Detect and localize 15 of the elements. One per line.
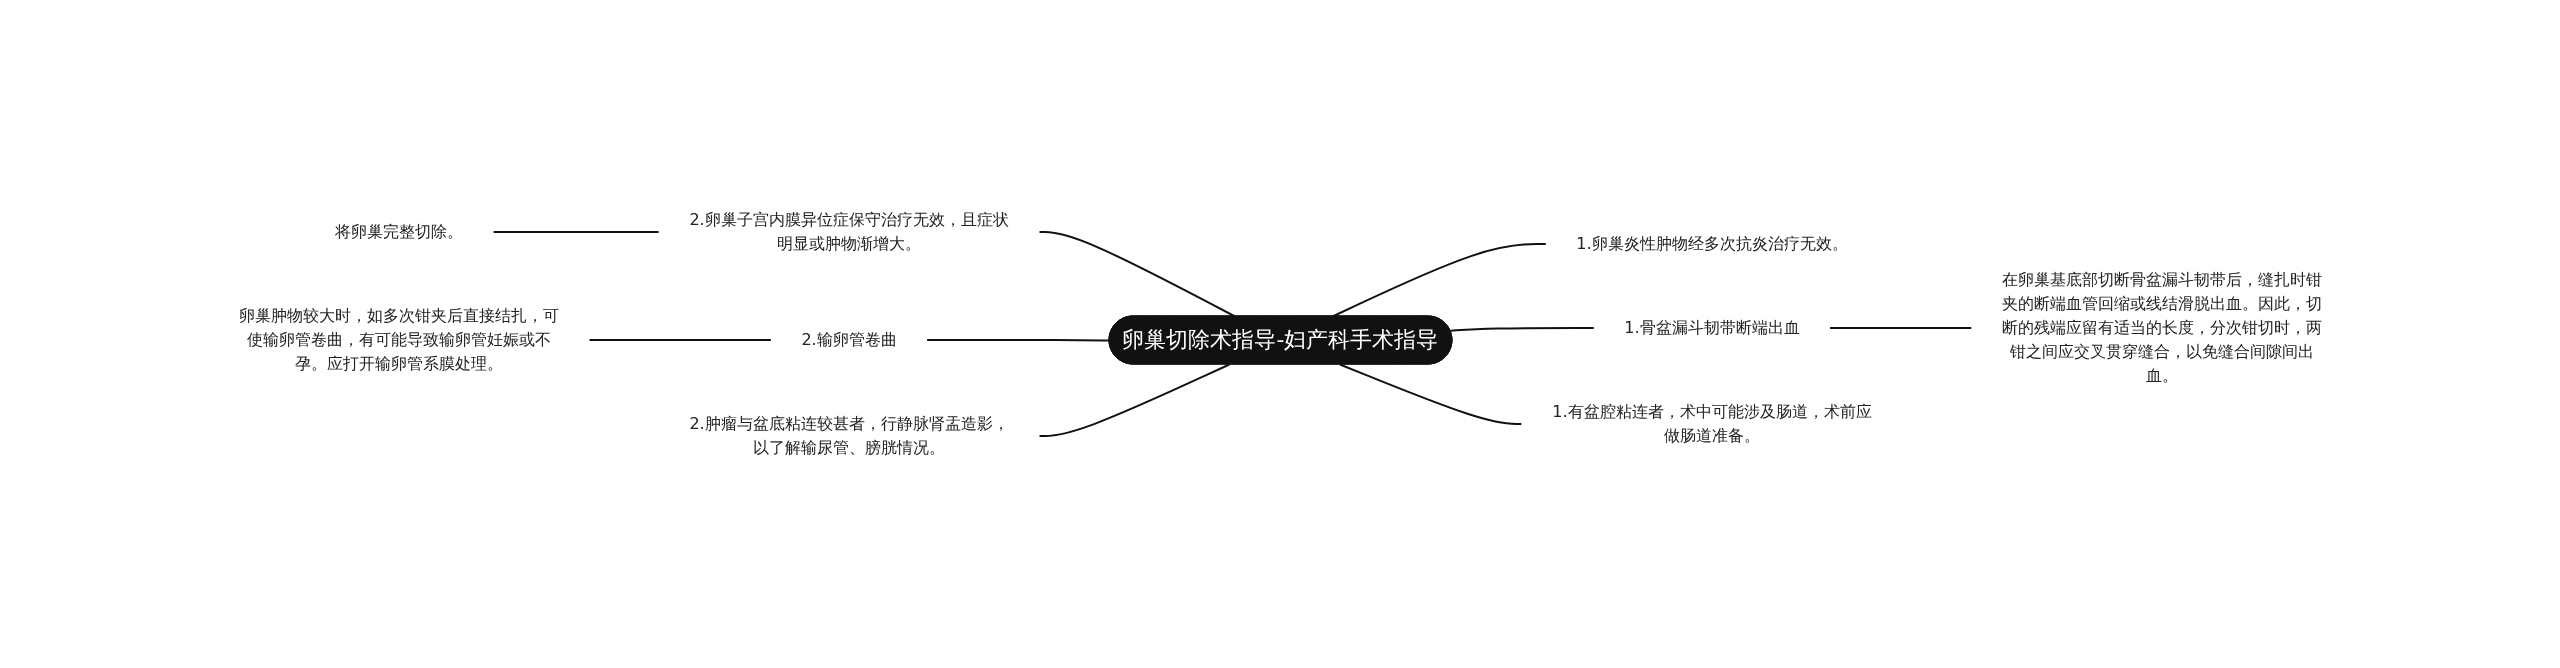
node-text: 1.骨盆漏斗韧带断端出血: [1623, 317, 1800, 337]
connector: [491, 231, 660, 233]
connector: [587, 339, 772, 341]
node-text: 卵巢肿物较大时，如多次钳夹后直接结扎，可使输卵管卷曲，有可能导致输卵管妊娠或不孕。应打开输卵管系膜处理。: [238, 305, 559, 373]
node-text: 2.肿瘤与盆底粘连较甚者，行静脉肾盂造影，以了解输尿管、膀胱情况。: [688, 413, 1009, 457]
connector: [1338, 363, 1523, 425]
connector: [1828, 327, 1973, 329]
node-text: 1.有盆腔粘连者，术中可能涉及肠道，术前应做肠道准备。: [1551, 401, 1872, 445]
node-text: 在卵巢基底部切断骨盆漏斗韧带后，缝扎时钳夹的断端血管回缩或线结滑脱出血。因此，切断的残端应留有适当的长度，分次钳切时，两钳之间应交叉贯穿缝合，以免缝合间隙间出血。: [2001, 270, 2322, 385]
node-text: 1.卵巢炎性肿物经多次抗炎治疗无效。: [1575, 234, 1848, 253]
node-text: 2.卵巢子宫内膜异位症保守治疗无效，且症状明显或肿物渐增大。: [688, 210, 1009, 253]
node-text: 2.输卵管卷曲: [800, 329, 897, 349]
connector: [1037, 363, 1230, 437]
connector: [1448, 327, 1595, 332]
node-text: 将卵巢完整切除。: [334, 222, 463, 241]
